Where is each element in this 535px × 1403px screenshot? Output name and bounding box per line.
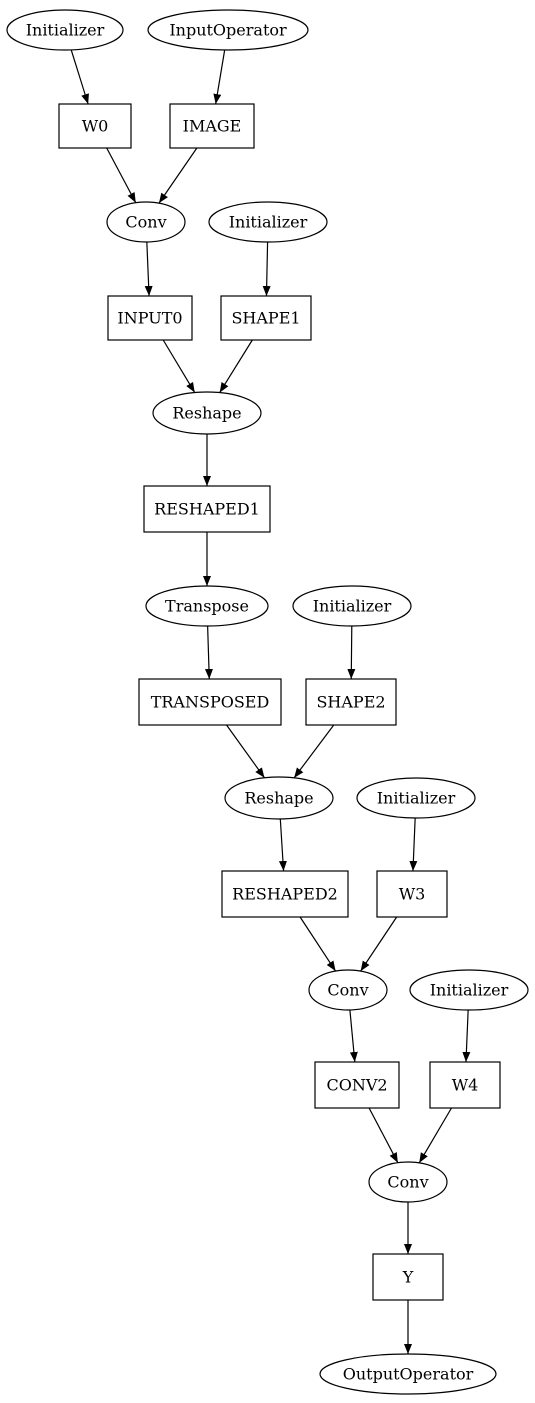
operator-ellipse	[368, 1161, 448, 1203]
tensor-node-shape2: SHAPE2	[305, 678, 397, 726]
edge-conv2out-to-conv3	[368, 1107, 399, 1163]
edge-w0-to-conv1	[106, 147, 137, 203]
node-label-init5: Initializer	[430, 981, 509, 1000]
node-label-outop: OutputOperator	[343, 1365, 474, 1384]
edge-w3-to-conv2	[360, 916, 398, 972]
tensor-node-input0: INPUT0	[107, 295, 193, 341]
edge-shape1-to-reshape1	[219, 339, 253, 393]
node-label-image: IMAGE	[183, 117, 242, 136]
node-label-inop: InputOperator	[169, 21, 287, 40]
operator-node-init4: Initializer	[356, 777, 476, 819]
operator-ellipse	[152, 391, 262, 435]
operator-ellipse	[6, 9, 124, 51]
tensor-node-transposed: TRANSPOSED	[138, 678, 282, 726]
operator-node-inop: InputOperator	[147, 9, 309, 51]
operator-node-init1: Initializer	[6, 9, 124, 51]
edge-transposed-to-reshape2	[226, 724, 265, 779]
operator-ellipse	[224, 776, 334, 820]
operator-node-conv3: Conv	[368, 1161, 448, 1203]
node-label-conv3: Conv	[387, 1173, 428, 1192]
operator-ellipse	[208, 201, 328, 243]
node-label-input0: INPUT0	[117, 309, 182, 328]
operator-node-init5: Initializer	[409, 969, 529, 1011]
operator-ellipse	[145, 585, 269, 627]
node-label-reshaped1: RESHAPED1	[154, 500, 260, 519]
edge-reshape2-to-reshaped2	[278, 818, 287, 872]
edge-shape2-to-reshape2	[293, 724, 335, 779]
operator-ellipse	[308, 969, 388, 1011]
tensor-node-reshaped1: RESHAPED1	[143, 485, 271, 533]
node-label-w3: W3	[399, 885, 426, 904]
operator-node-transpose: Transpose	[145, 585, 269, 627]
tensor-box	[429, 1061, 501, 1109]
tensor-box	[107, 295, 193, 341]
tensor-node-w0: W0	[58, 103, 132, 149]
node-label-conv2out: CONV2	[326, 1076, 387, 1095]
edge-init2-to-shape1	[262, 241, 271, 297]
edge-input0-to-reshape1	[162, 339, 196, 393]
node-label-conv1: Conv	[125, 213, 166, 232]
tensor-node-reshaped2: RESHAPED2	[221, 870, 349, 918]
node-label-init3: Initializer	[313, 597, 392, 616]
edge-reshaped2-to-conv2	[299, 916, 337, 972]
tensor-node-shape1: SHAPE1	[220, 295, 312, 341]
tensor-box	[305, 678, 397, 726]
node-label-w0: W0	[82, 117, 109, 136]
edge-init5-to-w4	[462, 1009, 471, 1063]
node-label-init2: Initializer	[229, 213, 308, 232]
node-label-shape2: SHAPE2	[316, 693, 385, 712]
operator-node-conv2: Conv	[308, 969, 388, 1011]
node-label-reshape2: Reshape	[244, 789, 313, 808]
tensor-node-conv2out: CONV2	[314, 1061, 400, 1109]
node-label-init1: Initializer	[26, 21, 105, 40]
node-label-w4: W4	[452, 1076, 479, 1095]
tensor-box	[221, 870, 349, 918]
operator-node-init3: Initializer	[292, 585, 412, 627]
node-label-y: Y	[402, 1268, 414, 1287]
tensor-box	[143, 485, 271, 533]
node-label-shape1: SHAPE1	[231, 309, 300, 328]
operator-ellipse	[319, 1353, 497, 1395]
edge-w4-to-conv3	[418, 1107, 453, 1164]
edge-conv2-to-conv2out	[349, 1009, 358, 1063]
tensor-node-y: Y	[372, 1253, 444, 1301]
tensor-node-w4: W4	[429, 1061, 501, 1109]
tensor-node-w3: W3	[376, 870, 448, 918]
edge-inop-to-image	[213, 49, 226, 105]
operator-node-init2: Initializer	[208, 201, 328, 243]
node-label-init4: Initializer	[377, 789, 456, 808]
tensor-box	[58, 103, 132, 149]
tensor-box	[376, 870, 448, 918]
operator-ellipse	[409, 969, 529, 1011]
node-label-reshape1: Reshape	[172, 404, 241, 423]
edge-init1-to-w0	[70, 49, 89, 105]
node-label-transpose: Transpose	[165, 597, 249, 616]
edge-init4-to-w3	[409, 817, 418, 872]
tensor-box	[372, 1253, 444, 1301]
operator-node-reshape1: Reshape	[152, 391, 262, 435]
operator-ellipse	[356, 777, 476, 819]
tensor-box	[138, 678, 282, 726]
operator-ellipse	[106, 201, 186, 243]
node-label-reshaped2: RESHAPED2	[232, 885, 338, 904]
operator-node-reshape2: Reshape	[224, 776, 334, 820]
edge-transpose-to-transposed	[204, 625, 213, 680]
node-label-conv2: Conv	[327, 981, 368, 1000]
operator-node-conv1: Conv	[106, 201, 186, 243]
edge-image-to-conv1	[158, 147, 198, 204]
tensor-box	[314, 1061, 400, 1109]
operator-ellipse	[292, 585, 412, 627]
edge-conv1-to-input0	[144, 241, 153, 297]
edge-init3-to-shape2	[347, 625, 356, 680]
tensor-node-image: IMAGE	[169, 103, 255, 149]
operator-node-outop: OutputOperator	[319, 1353, 497, 1395]
node-label-transposed: TRANSPOSED	[151, 693, 270, 712]
tensor-box	[220, 295, 312, 341]
operator-ellipse	[147, 9, 309, 51]
tensor-box	[169, 103, 255, 149]
